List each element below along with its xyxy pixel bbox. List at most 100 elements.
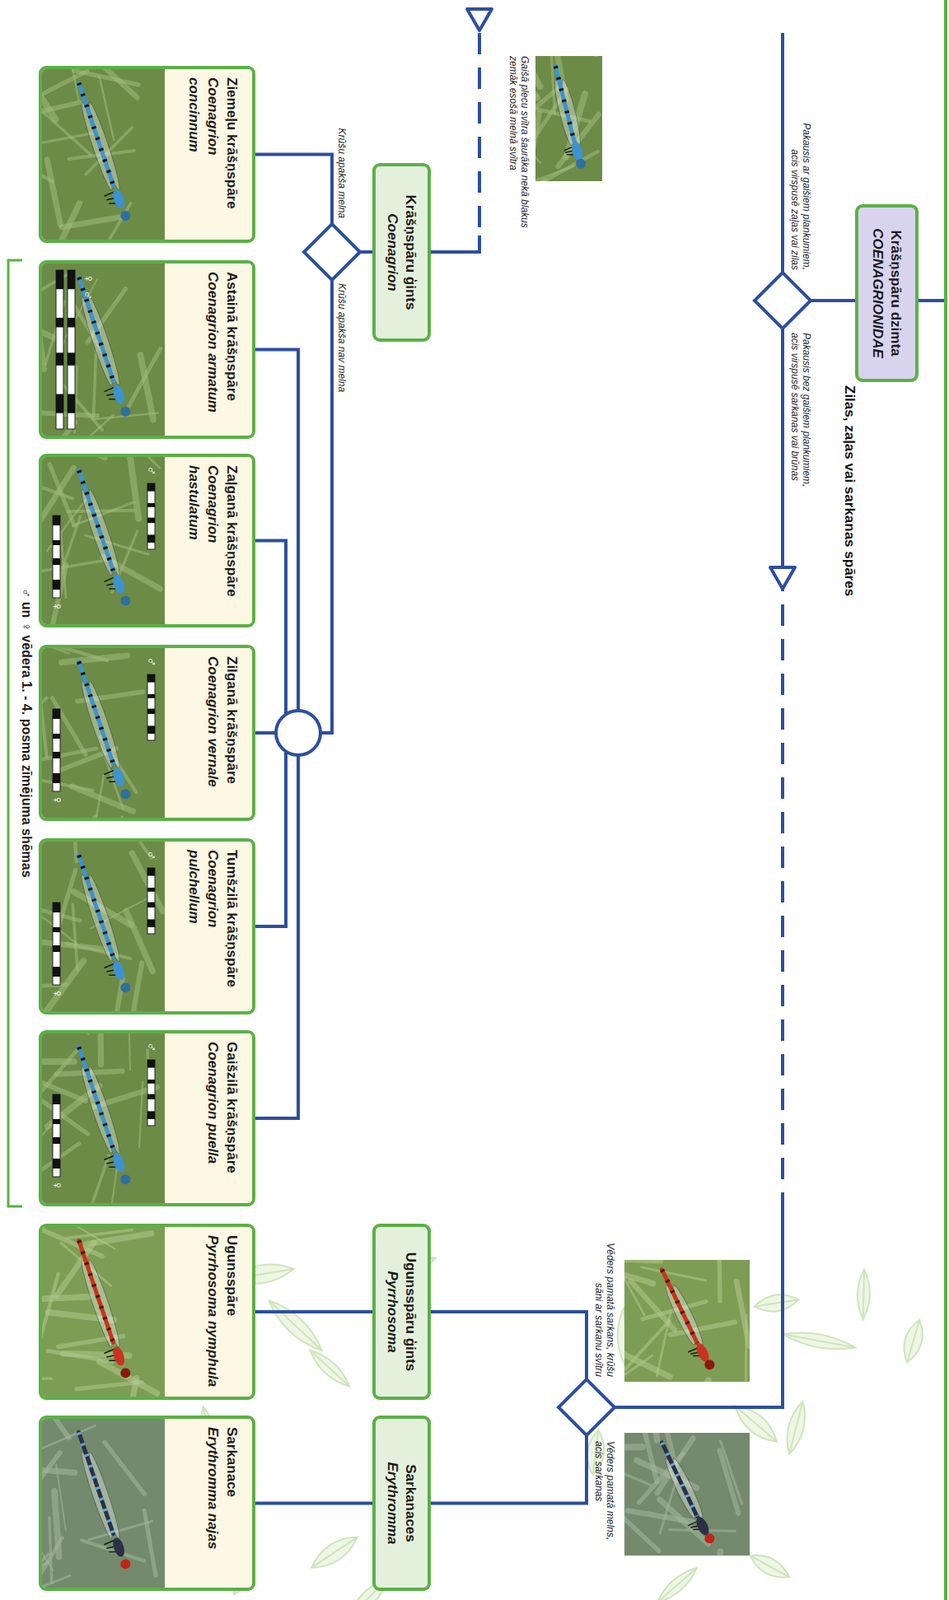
grass-blade [97,1033,104,1065]
grass-blade [49,1518,52,1585]
species-name: Astainā krāšņspāre [222,271,242,428]
abdomen-band [52,709,61,720]
abdomen-scheme [147,868,155,935]
species-name: Ziemeļu krāšņspāre [222,77,242,232]
grass-blade [43,648,108,661]
insect-thorax [111,959,127,982]
species-photo [42,457,165,625]
species-photo [42,1033,165,1204]
criterion-note: Krūšu apakša melna [336,115,348,219]
text-area: Krāšņspāru ģintsCoenagrion [378,166,426,339]
decision-diamond [754,272,811,329]
genus-name: Sarkanaces [402,1425,421,1582]
text-area: Zilganā krāšņspāreCoenagrion vernale [164,648,253,819]
insect-abdomen [662,1443,698,1517]
grass-blade [42,111,91,155]
species-box: Zaļganā krāšņspāreCoenagrion hastulatum [38,453,256,628]
page-connector [467,9,492,31]
grass-blade [144,1510,156,1576]
abdomen-band [52,902,61,913]
family-box: Krāšņspāru dzimtaCOENAGRIONIDAEZilas, za… [855,204,919,383]
species-name: Ugunsspāre [222,1235,242,1389]
insect-thorax [111,1537,127,1560]
abdomen-band [147,1060,155,1069]
abdomen-band [147,1079,155,1085]
insect-abdomen [79,470,114,571]
insect-bands [555,65,575,141]
text-area: SarkanacesErythromma [378,1419,426,1589]
grass-blade [65,69,79,100]
insect-abdomen [79,1047,114,1150]
grass-blade [42,303,45,370]
leaf-pattern [856,1269,870,1320]
connector [255,252,373,734]
grass-blade [719,1235,720,1302]
insect-bands [662,1270,698,1344]
grass-blade [72,786,134,812]
species-name: Zaļganā krāšņspāre [222,465,242,617]
abdomen-scheme [147,674,155,741]
grass-blade [744,1315,748,1382]
grass-blade [81,1540,145,1562]
insect-abdomen [555,65,575,141]
species-box: SarkanaceErythromma najas [38,1416,256,1592]
connector [255,252,373,734]
sex-symbol: ♀ [49,1180,66,1192]
criterion-photo [472,28,603,213]
species-latin: Coenagrion vernale [203,656,223,810]
bracket-caption: ♂ un ♀ vēdera 1. - 4. posma zīmējuma shē… [18,510,35,956]
criterion-note: Krūšu apakša nav melna [336,283,348,416]
grass-blade [51,203,80,240]
abdomen-band [52,773,61,784]
species-latin: Coenagrion armatum [203,271,223,428]
species-latin: Pyrrhosoma nymphula [203,1235,223,1389]
abdomen-scheme [147,1060,155,1127]
grass-blade [88,69,138,98]
abdomen-band [147,534,155,543]
species-photo [42,1227,165,1398]
abdomen-band [147,902,155,908]
grass-blade [93,350,96,417]
species-name: Sarkanace [222,1427,242,1581]
abdomen-band [56,270,64,290]
off-page-branch [477,32,482,238]
grass-blade [54,1491,60,1558]
sex-symbol: ♂ [144,656,160,668]
abdomen-band [147,725,155,734]
genus-box: SarkanacesErythromma [372,1416,431,1592]
insect-abdomen [79,661,114,764]
insect-bands [79,1240,114,1343]
species-box: Astainā krāšņspāreCoenagrion armatum [38,260,256,440]
grass-blade [111,978,123,1012]
leaf-pattern [306,1530,362,1576]
grass-blade [46,159,61,225]
grass-blade [715,1552,721,1600]
grass-blade [42,1425,96,1452]
grass-blade [42,777,93,791]
text-area: UgunsspārePyrrhosoma nymphula [164,1227,253,1398]
abdomen-band [147,868,155,877]
insect-abdomen [79,855,114,958]
insect-abdomen [79,83,114,186]
text-area: Gaišzilā krāšņspāreCoenagrion puella [164,1033,253,1204]
abdomen-scheme [67,270,75,430]
incoming-branch [430,235,480,253]
insect-abdomen [79,1240,114,1343]
photo-ground [42,1227,165,1398]
insect-abdomen [79,277,114,381]
species-box: UgunsspārePyrrhosoma nymphula [38,1224,256,1401]
insect-head [120,1174,131,1185]
abdomen-band [52,540,61,546]
grass-blade [612,1257,645,1316]
connector [430,300,856,1408]
text-area: Astainā krāšņspāreCoenagrion armatum [164,263,253,436]
connector [255,1310,373,1314]
abdomen-band [56,317,64,328]
species-name: Gaišzilā krāšņspāre [222,1042,242,1196]
criterion-note: Pakausis ar gaišiem plankumiem, acis vir… [789,121,813,271]
connector [255,252,373,927]
grass-blade [42,69,57,120]
grass-blade [48,457,105,459]
abdomen-band [147,503,155,508]
abdomen-band [147,709,155,715]
